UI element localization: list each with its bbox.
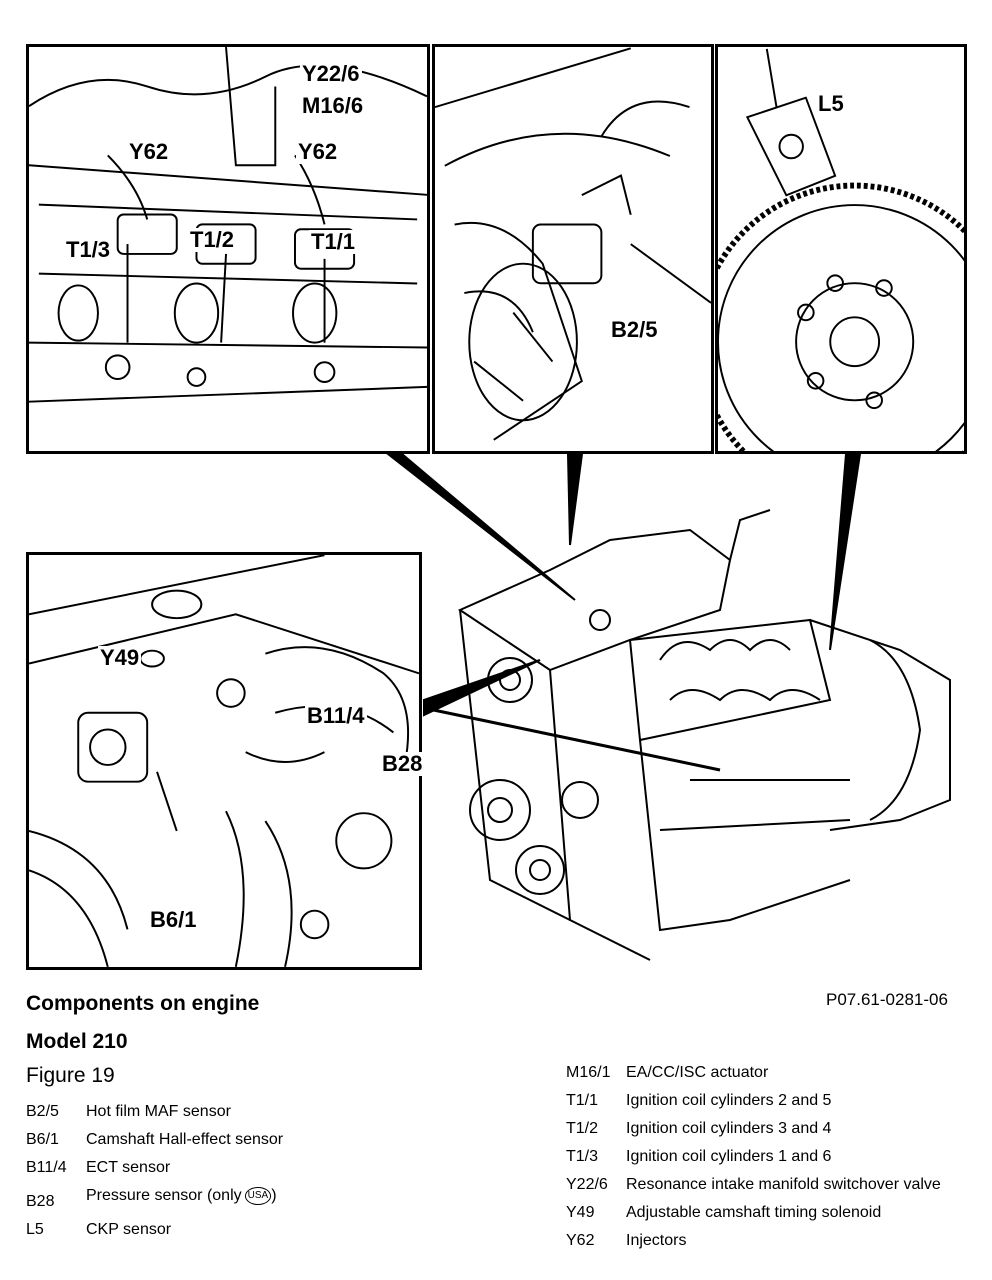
legend-code: T1/2 bbox=[566, 1120, 599, 1137]
legend-desc: Injectors bbox=[626, 1232, 687, 1249]
caption-model: Model 210 bbox=[26, 1030, 128, 1053]
legend-row: M16/1 EA/CC/ISC actuator bbox=[566, 1064, 966, 1092]
engine-assembly-illustration bbox=[457, 509, 951, 961]
maf-sensor-illustration bbox=[435, 47, 711, 441]
legend-desc: Pressure sensor (only bbox=[86, 1187, 242, 1205]
legend-code: L5 bbox=[26, 1221, 44, 1238]
legend-code: T1/3 bbox=[566, 1148, 599, 1165]
legend-code: B28 bbox=[26, 1193, 55, 1210]
callout-t1-2: T1/2 bbox=[188, 227, 237, 252]
usa-badge: USA bbox=[244, 1187, 272, 1205]
legend-row: B6/1 Camshaft Hall-effect sensor bbox=[26, 1131, 446, 1159]
legend-code: M16/1 bbox=[566, 1064, 611, 1081]
legend-row: Y49 Adjustable camshaft timing solenoid bbox=[566, 1204, 966, 1232]
caption-title: Components on engine bbox=[26, 992, 260, 1015]
callout-l5: L5 bbox=[816, 91, 846, 116]
legend-left: B2/5 Hot film MAF sensor B6/1 Camshaft Hal… bbox=[26, 1103, 446, 1249]
legend-desc: Resonance intake manifold switchover val… bbox=[626, 1176, 941, 1193]
callout-m16-6: M16/6 bbox=[300, 93, 366, 118]
legend-code: B2/5 bbox=[26, 1103, 59, 1120]
legend-desc: Ignition coil cylinders 1 and 6 bbox=[626, 1148, 832, 1165]
legend-code: B6/1 bbox=[26, 1131, 59, 1148]
legend-row: T1/3 Ignition coil cylinders 1 and 6 bbox=[566, 1148, 966, 1176]
legend-code: B11/4 bbox=[26, 1159, 67, 1176]
legend-desc: Ignition coil cylinders 2 and 5 bbox=[626, 1092, 832, 1109]
legend-row: B2/5 Hot film MAF sensor bbox=[26, 1103, 446, 1131]
legend-desc: EA/CC/ISC actuator bbox=[626, 1064, 769, 1081]
legend-desc: Camshaft Hall-effect sensor bbox=[86, 1131, 284, 1148]
flywheel-illustration bbox=[718, 48, 964, 451]
legend-code: Y62 bbox=[566, 1232, 595, 1249]
legend-row: T1/2 Ignition coil cylinders 3 and 4 bbox=[566, 1120, 966, 1148]
legend-code: Y49 bbox=[566, 1204, 595, 1221]
callout-b6-1: B6/1 bbox=[148, 907, 199, 932]
legend-desc: CKP sensor bbox=[86, 1221, 172, 1238]
legend-desc: Hot film MAF sensor bbox=[86, 1103, 231, 1120]
callout-t1-1: T1/1 bbox=[309, 229, 358, 254]
callout-b11-4: B11/4 bbox=[305, 703, 367, 728]
callout-y49: Y49 bbox=[98, 645, 142, 670]
callout-y62-right: Y62 bbox=[296, 139, 340, 164]
legend-desc-suffix: ) bbox=[271, 1187, 277, 1205]
reference-number: P07.61-0281-06 bbox=[826, 990, 948, 1009]
camshaft-area-illustration bbox=[29, 555, 419, 967]
legend-code: Y22/6 bbox=[566, 1176, 608, 1193]
callout-y62-left: Y62 bbox=[127, 139, 171, 164]
detail-panel-camshaft-sensors bbox=[26, 552, 422, 970]
callout-b28: B28 bbox=[380, 751, 425, 776]
legend-row: B11/4 ECT sensor bbox=[26, 1159, 446, 1187]
legend-desc: Adjustable camshaft timing solenoid bbox=[626, 1204, 882, 1221]
figure-number: Figure 19 bbox=[26, 1064, 115, 1087]
legend-row: Y22/6 Resonance intake manifold switchove… bbox=[566, 1176, 966, 1204]
legend-row: Y62 Injectors bbox=[566, 1232, 966, 1260]
callout-b2-5: B2/5 bbox=[609, 317, 660, 342]
legend-row: T1/1 Ignition coil cylinders 2 and 5 bbox=[566, 1092, 966, 1120]
legend-desc: ECT sensor bbox=[86, 1159, 171, 1176]
legend-code: T1/1 bbox=[566, 1092, 599, 1109]
legend-row: L5 CKP sensor bbox=[26, 1221, 446, 1249]
detail-panel-maf-sensor bbox=[432, 44, 714, 454]
callout-y22-6: Y22/6 bbox=[300, 61, 362, 86]
callout-t1-3: T1/3 bbox=[64, 237, 113, 262]
legend-desc: Ignition coil cylinders 3 and 4 bbox=[626, 1120, 832, 1137]
